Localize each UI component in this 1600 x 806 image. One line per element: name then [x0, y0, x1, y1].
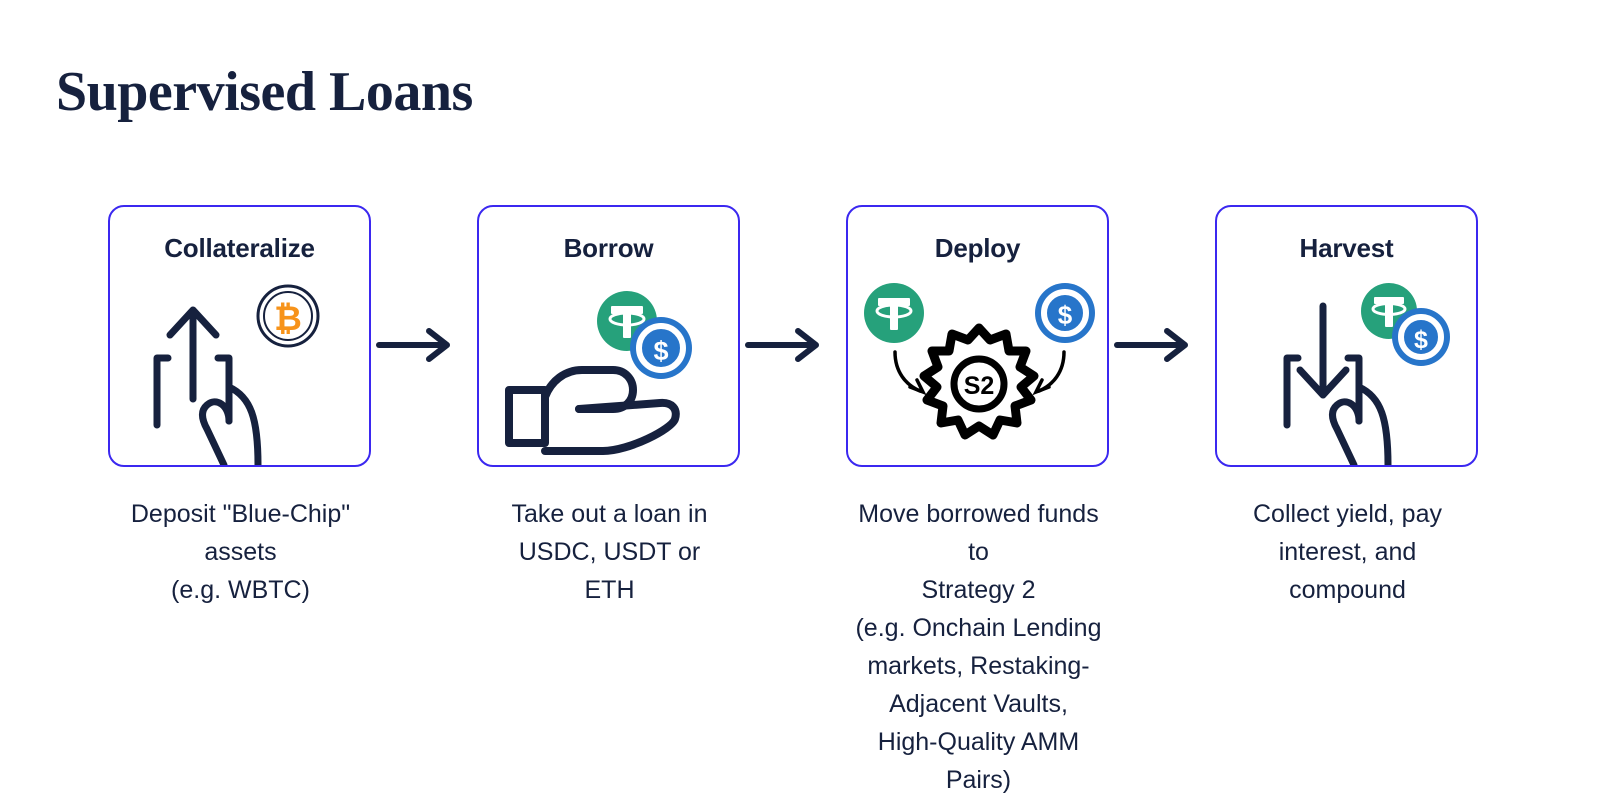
swipe-down-gesture-icon: $ [1283, 283, 1450, 465]
card-title-harvest: Harvest [1299, 233, 1394, 263]
svg-text:$: $ [1058, 300, 1073, 330]
curved-arrow-left-icon [1032, 350, 1066, 396]
usdc-coin-icon: $ [630, 317, 692, 379]
connector-arrow-borrow-to-deploy [745, 328, 819, 362]
card-collateralize[interactable]: Collateralize ₿ [108, 205, 371, 467]
usdc-coin-icon: $ [1392, 308, 1450, 366]
flow-step-harvest: Harvest [1215, 205, 1480, 609]
flow-step-borrow: Borrow $ [477, 205, 742, 609]
card-deploy[interactable]: Deploy $ [846, 205, 1109, 467]
connector-arrow-deploy-to-harvest [1114, 328, 1188, 362]
card-harvest[interactable]: Harvest [1215, 205, 1478, 467]
process-flow: Collateralize ₿ [0, 205, 1600, 794]
usdt-coin-icon [864, 283, 924, 343]
card-title-deploy: Deploy [934, 233, 1021, 263]
gear-icon: $ S2 [864, 283, 1095, 440]
card-borrow[interactable]: Borrow $ [477, 205, 740, 467]
card-title-borrow: Borrow [563, 233, 654, 263]
card-title-collateralize: Collateralize [164, 233, 315, 263]
svg-text:₿: ₿ [274, 300, 302, 338]
usdc-coin-icon: $ [1035, 283, 1095, 343]
flow-step-deploy: Deploy $ [846, 205, 1111, 799]
gear-label: S2 [964, 372, 995, 400]
connector-arrow-collateralize-to-borrow [376, 328, 450, 362]
caption-collateralize: Deposit "Blue-Chip" assets (e.g. WBTC) [130, 500, 351, 604]
bitcoin-coin-icon: ₿ [256, 284, 320, 348]
open-hand-icon: $ [505, 291, 692, 455]
curved-arrow-right-icon [893, 350, 927, 396]
caption-deploy: Move borrowed funds to Strategy 2 (e.g. … [855, 500, 1102, 794]
caption-harvest: Collect yield, pay interest, and compoun… [1253, 500, 1442, 604]
cog-shape: S2 [919, 323, 1039, 440]
flow-step-collateralize: Collateralize ₿ [108, 205, 373, 609]
svg-text:$: $ [1414, 326, 1428, 354]
swipe-up-gesture-icon: ₿ [153, 284, 320, 465]
page-title: Supervised Loans [56, 61, 473, 123]
caption-borrow: Take out a loan in USDC, USDT or ETH [511, 500, 708, 604]
svg-text:$: $ [653, 336, 668, 366]
